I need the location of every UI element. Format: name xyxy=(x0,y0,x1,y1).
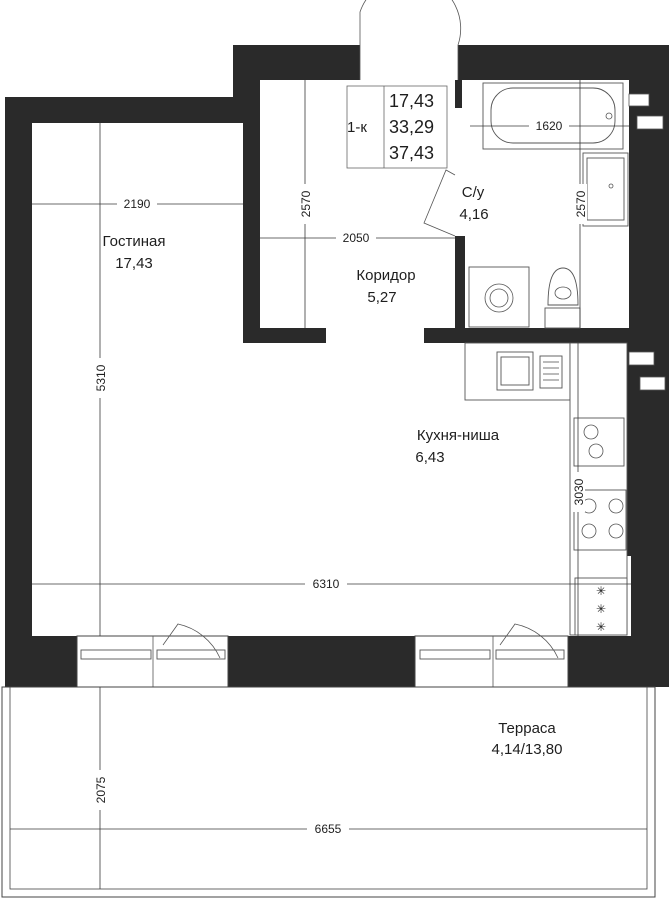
corridor-name: Коридор xyxy=(356,267,415,284)
bathtub xyxy=(482,82,624,150)
area-summary-table: 1-к 17,43 33,29 37,43 xyxy=(346,85,448,169)
bathroom-door xyxy=(423,169,456,237)
terrace-width-dim: 6655 xyxy=(315,822,342,836)
bathroom-name: С/у xyxy=(462,184,485,201)
living-width-dim: 2190 xyxy=(124,197,151,211)
corridor-area: 5,27 xyxy=(367,289,396,306)
living-height-dim: 5310 xyxy=(94,364,108,391)
total-area-value: 33,29 xyxy=(389,117,434,137)
bathroom-area: 4,16 xyxy=(459,206,488,223)
kitchen-sink xyxy=(496,351,563,391)
balcony-window-left xyxy=(76,623,229,688)
apartment-width-dim: 6310 xyxy=(313,577,340,591)
corridor-height-dim: 2570 xyxy=(299,190,313,217)
washing-machine xyxy=(468,266,530,328)
kitchen-area: 6,43 xyxy=(415,449,444,466)
svg-text:✳: ✳ xyxy=(596,620,606,634)
svg-text:✳: ✳ xyxy=(596,584,606,598)
living-room-area: 17,43 xyxy=(115,255,153,272)
toilet xyxy=(544,267,581,329)
svg-text:✳: ✳ xyxy=(596,602,606,616)
heater-unit: ✳ ✳ ✳ xyxy=(574,577,628,636)
terrace-area: 4,14/13,80 xyxy=(492,741,563,758)
bath-height-dim: 2570 xyxy=(574,190,588,217)
living-area-value: 17,43 xyxy=(389,91,434,111)
total-with-terrace-value: 37,43 xyxy=(389,143,434,163)
terrace-outline xyxy=(1,686,656,898)
bath-width-dim: 1620 xyxy=(536,119,563,133)
terrace-depth-dim: 2075 xyxy=(94,776,108,803)
kitchen-height-dim: 3030 xyxy=(572,478,586,505)
living-room-name: Гостиная xyxy=(103,233,166,250)
room-labels: Гостиная 17,43 Коридор 5,27 С/у 4,16 Кух… xyxy=(103,184,563,758)
terrace-name: Терраса xyxy=(498,720,556,737)
dimension-lines xyxy=(10,80,647,889)
walls xyxy=(5,45,669,687)
entrance-door xyxy=(359,0,462,80)
bathroom-sink xyxy=(582,152,629,227)
wall-openings xyxy=(628,93,666,391)
dimension-labels: 2190 5310 2570 2050 1620 2570 3030 6310 … xyxy=(93,119,588,836)
corridor-width-dim: 2050 xyxy=(343,231,370,245)
small-appliance xyxy=(573,417,625,467)
apartment-type-label: 1-к xyxy=(347,119,367,136)
kitchen-name: Кухня-ниша xyxy=(417,427,500,444)
balcony-window-right xyxy=(414,623,569,688)
